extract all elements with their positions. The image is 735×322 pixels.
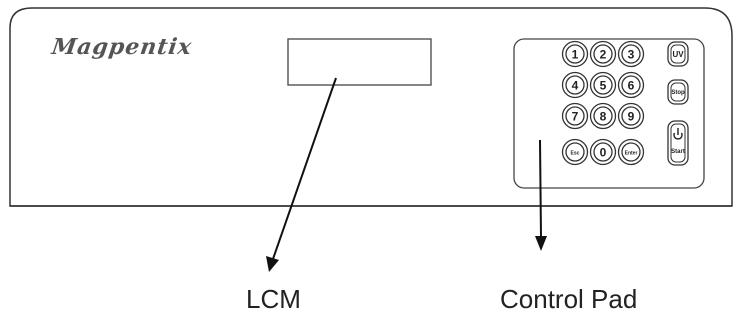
key-0[interactable]: 0	[589, 138, 617, 166]
svg-text:6: 6	[628, 79, 635, 93]
svg-text:UV: UV	[672, 50, 684, 59]
key-uv[interactable]: UV	[667, 41, 689, 67]
key-8[interactable]: 8	[589, 102, 617, 130]
key-start[interactable]: Start	[667, 120, 689, 166]
key-esc[interactable]: Esc	[561, 138, 589, 166]
svg-text:4: 4	[572, 79, 579, 93]
svg-text:3: 3	[628, 48, 635, 62]
svg-text:5: 5	[600, 79, 607, 93]
brand-logo: Magpentix	[50, 34, 194, 60]
svg-text:2: 2	[600, 48, 607, 62]
svg-text:Start: Start	[671, 149, 685, 155]
control-pad-label: Control Pad	[500, 284, 638, 314]
lcm-screen	[287, 38, 432, 86]
key-6[interactable]: 6	[617, 71, 645, 99]
key-7[interactable]: 7	[561, 102, 589, 130]
svg-text:0: 0	[600, 146, 607, 160]
svg-text:9: 9	[628, 110, 635, 124]
power-icon	[673, 128, 683, 140]
svg-text:Enter: Enter	[625, 151, 638, 157]
key-1[interactable]: 1	[561, 40, 589, 68]
svg-text:1: 1	[572, 48, 579, 62]
key-5[interactable]: 5	[589, 71, 617, 99]
key-3[interactable]: 3	[617, 40, 645, 68]
svg-text:8: 8	[600, 110, 607, 124]
key-enter[interactable]: Enter	[617, 138, 645, 166]
key-9[interactable]: 9	[617, 102, 645, 130]
svg-text:Stop: Stop	[671, 90, 685, 96]
key-4[interactable]: 4	[561, 71, 589, 99]
lcm-arrow	[266, 77, 337, 272]
svg-text:7: 7	[572, 110, 579, 124]
key-stop[interactable]: Stop	[667, 79, 689, 105]
key-2[interactable]: 2	[589, 40, 617, 68]
svg-text:Esc: Esc	[571, 151, 580, 157]
lcm-label: LCM	[246, 284, 301, 314]
control-pad-arrow	[535, 139, 547, 251]
